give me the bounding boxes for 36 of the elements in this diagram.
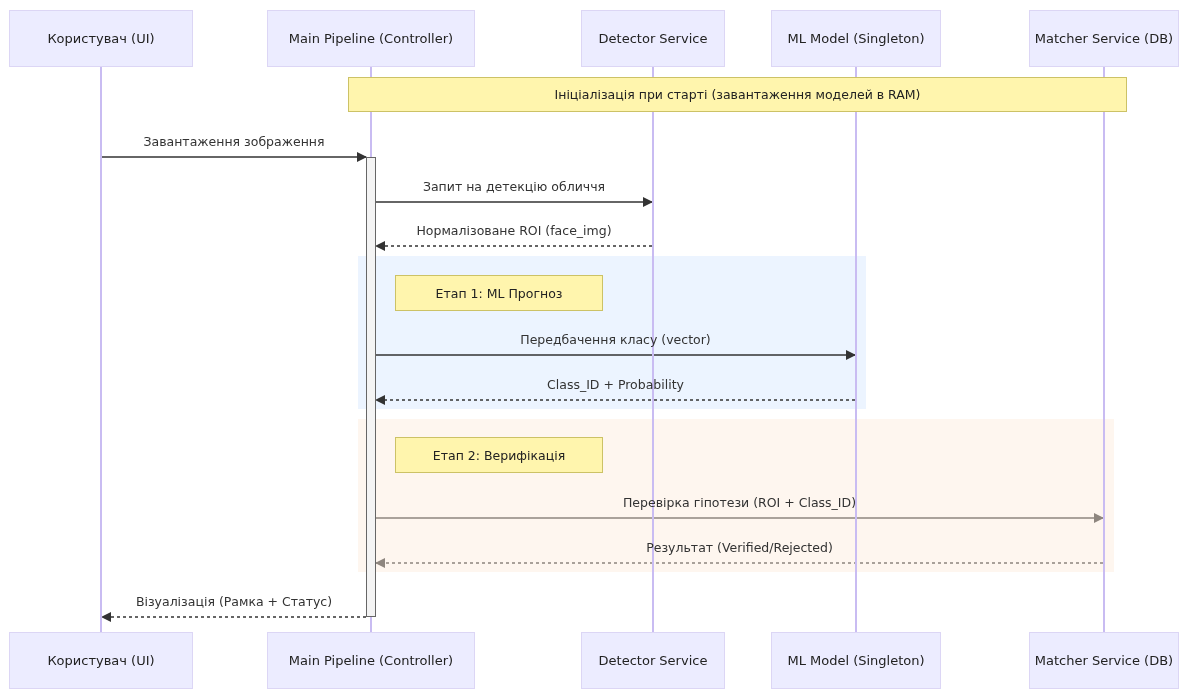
note-box: Етап 2: Верифікація <box>395 437 603 473</box>
note-box: Етап 1: ML Прогноз <box>395 275 603 311</box>
participant-box: Main Pipeline (Controller) <box>267 632 475 689</box>
message-arrow <box>101 152 367 162</box>
lifeline <box>100 67 102 632</box>
message-arrow <box>101 612 367 622</box>
participant-box: Matcher Service (DB) <box>1029 10 1179 67</box>
message-arrow <box>375 350 856 360</box>
participant-box: Matcher Service (DB) <box>1029 632 1179 689</box>
edge-label: Нормалізоване ROI (face_img) <box>416 223 612 238</box>
lifeline <box>1103 67 1105 632</box>
edge-label: Завантаження зображення <box>143 134 325 149</box>
participant-box: Користувач (UI) <box>9 10 193 67</box>
loop-band <box>358 419 1114 572</box>
edge-label: Перевірка гіпотези (ROI + Class_ID) <box>622 495 857 510</box>
message-arrow <box>375 513 1104 523</box>
note-box: Ініціалізація при старті (завантаження моделей в RAM) <box>348 77 1127 112</box>
lifeline <box>855 67 857 632</box>
participant-box: Main Pipeline (Controller) <box>267 10 475 67</box>
edge-label: Передбачення класу (vector) <box>520 332 711 347</box>
loop-band <box>358 256 866 409</box>
message-arrow <box>375 395 856 405</box>
message-arrow <box>375 241 653 251</box>
participant-box: ML Model (Singleton) <box>771 632 941 689</box>
edge-label: Class_ID + Probability <box>547 377 684 392</box>
participant-box: Detector Service <box>581 10 725 67</box>
lifeline <box>652 67 654 632</box>
participant-box: Користувач (UI) <box>9 632 193 689</box>
edge-label: Запит на детекцію обличчя <box>422 179 606 194</box>
participant-box: Detector Service <box>581 632 725 689</box>
edge-label: Візуалізація (Рамка + Статус) <box>135 594 333 609</box>
message-arrow <box>375 197 653 207</box>
message-arrow <box>375 558 1104 568</box>
participant-box: ML Model (Singleton) <box>771 10 941 67</box>
activation-bar <box>366 157 376 617</box>
edge-label: Результат (Verified/Rejected) <box>646 540 833 555</box>
